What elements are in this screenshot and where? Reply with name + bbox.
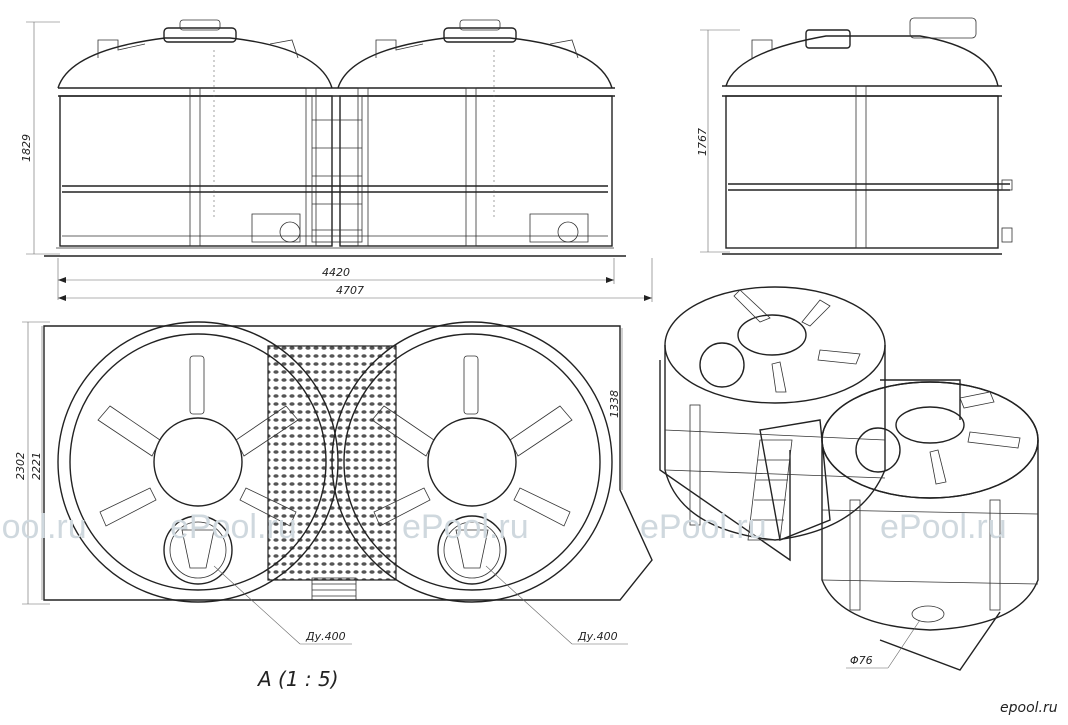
dim-inner-length: 4420	[57, 258, 615, 300]
plan-view: Ду.400 Ду.400 2302 2221 1338 A (1 : 5)	[14, 321, 653, 691]
plan-right-tank	[331, 321, 613, 603]
nozzle-right-label: Ду.400	[577, 630, 618, 643]
front-view: 1829 4420 4707	[20, 19, 653, 302]
watermark-3: ePool.ru	[402, 508, 529, 546]
plan-left-tank	[57, 321, 339, 603]
dim-front-height: 1829	[20, 21, 60, 255]
watermark-row: ePool.ru ePool.ru ePool.ru ePool.ru ePoo…	[0, 508, 1007, 546]
dim-plan-width-label: 2302	[14, 452, 27, 480]
front-left-tank	[57, 19, 615, 247]
side-view: 1767	[696, 17, 1013, 255]
dim-plan-width: 2302 2221	[14, 321, 50, 605]
front-right-tank	[337, 19, 613, 247]
nozzle-left-label: Ду.400	[305, 630, 346, 643]
iso-front-tank	[821, 381, 1039, 631]
iso-back-tank	[664, 286, 886, 541]
dim-plan-offset-label: 1338	[608, 390, 621, 418]
dim-inner-length-label: 4420	[322, 266, 350, 279]
watermark-2: ePool.ru	[170, 508, 297, 546]
dim-plan-width-inner-label: 2221	[30, 452, 43, 480]
front-frame	[62, 50, 608, 247]
watermark-4: ePool.ru	[640, 508, 767, 546]
dim-plan-offset: 1338	[608, 328, 623, 490]
dim-total-length: 4707	[58, 258, 653, 302]
dim-total-length-label: 4707	[336, 284, 364, 297]
detail-label: A (1 : 5)	[256, 667, 339, 691]
dim-side-height-label: 1767	[696, 128, 709, 156]
watermark-5: ePool.ru	[880, 508, 1007, 546]
watermark-1: ePool.ru	[0, 508, 87, 546]
dim-front-height-label: 1829	[20, 134, 33, 162]
dim-side-height: 1767	[696, 29, 740, 253]
isometric-view: Φ76	[659, 286, 1039, 671]
epool-logo: epool.ru	[1000, 700, 1058, 716]
drain-label: Φ76	[850, 654, 873, 667]
